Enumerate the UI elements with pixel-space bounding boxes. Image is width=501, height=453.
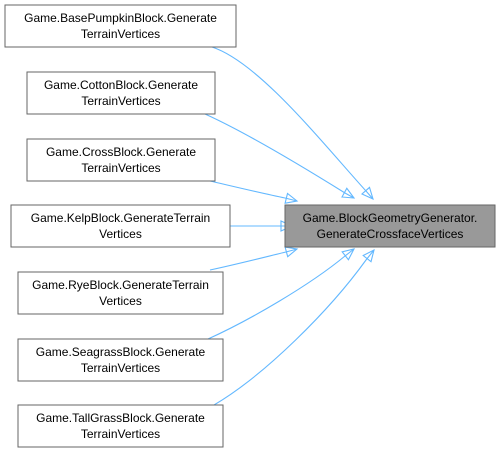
- node-tallgrass-box[interactable]: [17, 404, 224, 448]
- node-tallgrass[interactable]: Game.TallGrassBlock.GenerateTerrainVerti…: [17, 404, 224, 448]
- edge-cotton: [204, 113, 355, 199]
- node-basepumpkin[interactable]: Game.BasePumpkinBlock.GenerateTerrainVer…: [4, 4, 237, 48]
- edge-seagrass-arrowhead: [341, 248, 356, 261]
- node-seagrass[interactable]: Game.SeagrassBlock.GenerateTerrainVertic…: [17, 338, 224, 382]
- node-seagrass-label-line1: Game.SeagrassBlock.Generate: [36, 345, 206, 359]
- edge-cotton-arrowhead: [341, 187, 356, 199]
- node-cross-box[interactable]: [26, 138, 216, 182]
- edges: [204, 46, 375, 406]
- node-seagrass-box[interactable]: [17, 338, 224, 382]
- node-target-box[interactable]: [284, 204, 496, 248]
- edge-tallgrass-arrowhead: [362, 248, 375, 263]
- node-tallgrass-label-line1: Game.TallGrassBlock.Generate: [36, 411, 205, 425]
- node-basepumpkin-label-line1: Game.BasePumpkinBlock.Generate: [24, 11, 217, 25]
- edge-rye: [209, 248, 298, 271]
- node-cross-label-line1: Game.CrossBlock.Generate: [46, 145, 196, 159]
- node-kelp-box[interactable]: [10, 204, 231, 248]
- nodes: Game.BasePumpkinBlock.GenerateTerrainVer…: [4, 4, 496, 448]
- node-cotton-label-line2: TerrainVertices: [81, 94, 160, 108]
- edge-rye-arrowhead: [284, 246, 299, 258]
- node-tallgrass-label-line2: TerrainVertices: [81, 427, 160, 441]
- node-cross-label-line2: TerrainVertices: [81, 161, 160, 175]
- node-kelp-label-line1: Game.KelpBlock.GenerateTerrain: [31, 211, 210, 225]
- node-cotton-box[interactable]: [26, 71, 216, 115]
- node-target-label-line1: Game.BlockGeometryGenerator.: [303, 211, 478, 225]
- node-basepumpkin-box[interactable]: [4, 4, 237, 48]
- node-rye-label-line1: Game.RyeBlock.GenerateTerrain: [32, 278, 209, 292]
- node-seagrass-label-line2: TerrainVertices: [81, 361, 160, 375]
- node-target[interactable]: Game.BlockGeometryGenerator. GenerateCros…: [284, 204, 496, 248]
- node-rye-box[interactable]: [17, 271, 224, 315]
- node-kelp-label-line2: Vertices: [99, 227, 142, 241]
- node-target-label-line2: GenerateCrossfaceVertices: [317, 227, 464, 241]
- edge-cross-arrowhead: [284, 192, 299, 204]
- node-rye-label-line2: Vertices: [99, 294, 142, 308]
- edge-basepumpkin-arrowhead: [360, 186, 374, 201]
- edge-cross: [209, 180, 298, 202]
- edge-tallgrass: [213, 249, 375, 406]
- edge-seagrass: [207, 248, 355, 340]
- node-basepumpkin-label-line2: TerrainVertices: [81, 27, 160, 41]
- node-cotton-label-line1: Game.CottonBlock.Generate: [44, 78, 198, 92]
- edge-basepumpkin: [211, 46, 374, 200]
